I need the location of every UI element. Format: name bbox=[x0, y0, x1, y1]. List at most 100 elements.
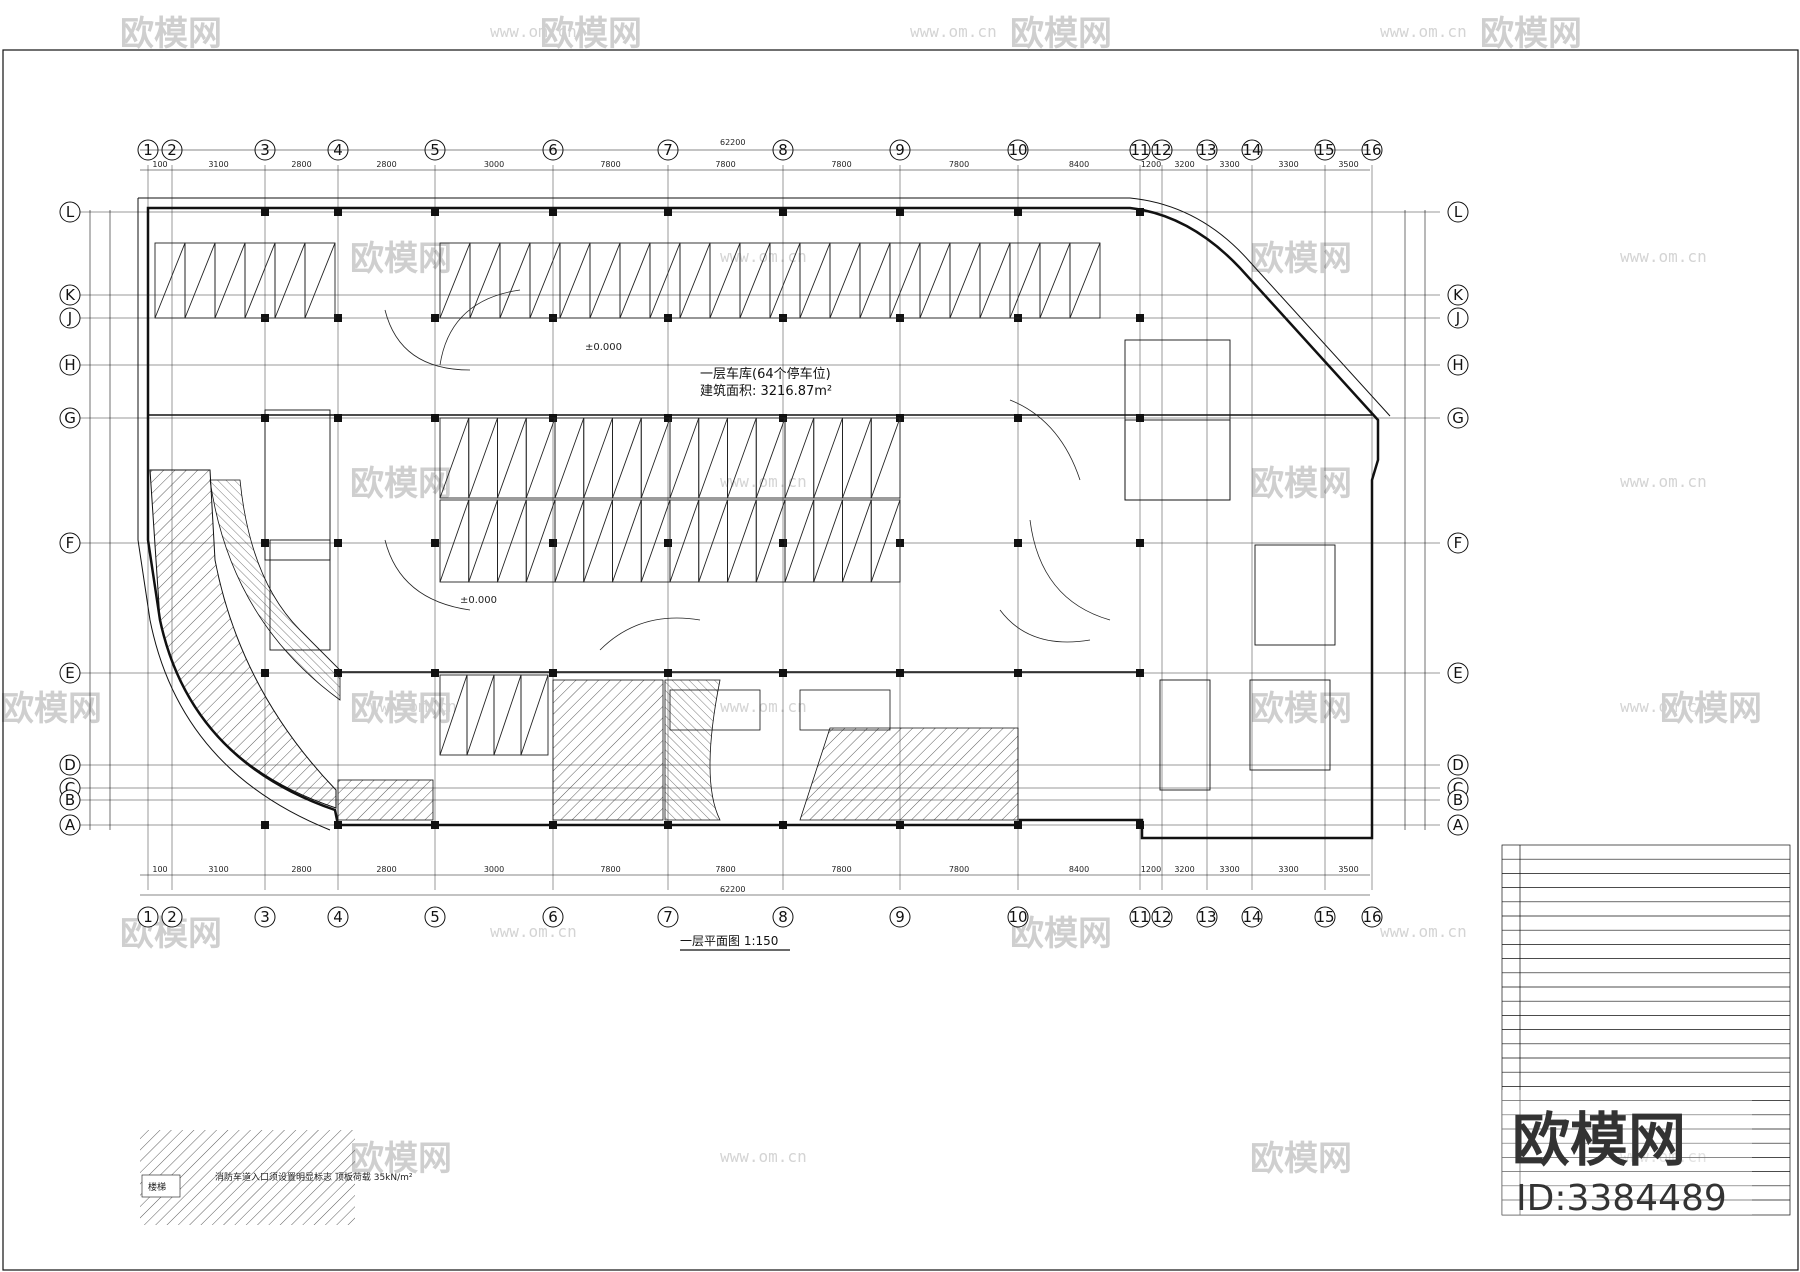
axis-bubble bbox=[1447, 789, 1469, 811]
stall-diagonal bbox=[784, 417, 815, 499]
axis-bubble bbox=[59, 662, 81, 684]
stall-diagonal bbox=[755, 417, 786, 499]
dimension-value: 7800 bbox=[715, 865, 735, 874]
stall-diagonal bbox=[469, 242, 501, 319]
structural-column bbox=[664, 208, 672, 216]
stall-diagonal bbox=[829, 242, 861, 319]
dimension-value: 3100 bbox=[208, 160, 228, 169]
top-dimension-texts: 1001003100310028002800280028003000300078… bbox=[152, 160, 1358, 874]
watermark-logo: 欧模网 bbox=[350, 464, 452, 504]
stall-diagonal bbox=[698, 499, 728, 583]
structural-column bbox=[1014, 414, 1022, 422]
stall-diagonal bbox=[1009, 242, 1041, 319]
watermark-url: www.om.cn bbox=[1620, 472, 1707, 491]
dimension-value: 3300 bbox=[1278, 865, 1298, 874]
axis-bubble bbox=[137, 906, 159, 928]
axis-bubble bbox=[1447, 662, 1469, 684]
stall-diagonal bbox=[739, 242, 771, 319]
structural-column bbox=[1014, 539, 1022, 547]
structural-column bbox=[1014, 208, 1022, 216]
structural-column bbox=[1136, 414, 1144, 422]
stall-diagonal bbox=[870, 499, 901, 583]
watermark-url: www.om.cn bbox=[490, 922, 577, 941]
axis-label-row: G bbox=[64, 409, 76, 427]
structural-column bbox=[1136, 821, 1144, 829]
stall-diagonal bbox=[554, 417, 585, 499]
axis-bubble bbox=[1447, 284, 1469, 306]
structural-column bbox=[431, 314, 439, 322]
axis-label-column: 5 bbox=[430, 908, 440, 926]
stall-diagonal bbox=[709, 242, 741, 319]
axis-label-row: H bbox=[64, 356, 75, 374]
brand-logo: 欧模网 bbox=[1512, 1106, 1686, 1174]
dimension-value: 2800 bbox=[291, 865, 311, 874]
dimension-value: 2800 bbox=[376, 160, 396, 169]
watermark-url: www.om.cn bbox=[1620, 697, 1707, 716]
watermark-logo: 欧模网 bbox=[1250, 1139, 1352, 1179]
structural-column bbox=[549, 669, 557, 677]
legend-text: 消防车道入口须设置明显标志 顶板荷载 35kN/m² bbox=[215, 1171, 413, 1183]
axis-label-column: 11 bbox=[1130, 908, 1149, 926]
axis-bubble bbox=[254, 906, 276, 928]
elevation-mark-low: ±0.000 bbox=[460, 595, 497, 606]
brand-id: ID:3384489 bbox=[1516, 1178, 1727, 1219]
watermark-logo: 欧模网 bbox=[1010, 14, 1112, 54]
dimension-value: 100 bbox=[152, 865, 167, 874]
structural-column bbox=[334, 414, 342, 422]
structural-column bbox=[664, 539, 672, 547]
axis-bubble bbox=[1447, 201, 1469, 223]
stall-diagonal bbox=[870, 417, 901, 499]
stall-diagonal bbox=[769, 242, 801, 319]
watermark-url: www.om.cn bbox=[720, 1147, 807, 1166]
axis-label-column: 1 bbox=[143, 908, 153, 926]
watermark-url: www.om.cn bbox=[720, 247, 807, 266]
axis-label-row: K bbox=[65, 286, 76, 304]
structural-column bbox=[431, 414, 439, 422]
watermark-url: www.om.cn bbox=[490, 22, 577, 41]
total-dimension-top: 62200 bbox=[720, 138, 745, 147]
axis-label-column: 14 bbox=[1242, 908, 1261, 926]
axis-label-column: 9 bbox=[895, 908, 905, 926]
structural-column bbox=[261, 208, 269, 216]
stall-diagonal bbox=[520, 674, 549, 756]
axis-label-row: C bbox=[65, 779, 75, 797]
dimension-value: 3500 bbox=[1338, 865, 1358, 874]
stall-diagonal bbox=[698, 417, 728, 499]
stall-diagonal bbox=[583, 417, 613, 499]
structural-column bbox=[549, 208, 557, 216]
watermark-logo: 欧模网 bbox=[1660, 689, 1762, 729]
structural-column bbox=[431, 539, 439, 547]
axis-bubble bbox=[772, 906, 794, 928]
sheet-border bbox=[2, 49, 1799, 1271]
dimension-value: 8400 bbox=[1069, 160, 1089, 169]
structural-column bbox=[664, 669, 672, 677]
dimension-value: 7800 bbox=[831, 865, 851, 874]
watermark-url: www.om.cn bbox=[720, 697, 807, 716]
watermark-logo: 欧模网 bbox=[0, 689, 102, 729]
axis-bubble bbox=[1447, 532, 1469, 554]
structural-column bbox=[896, 208, 904, 216]
axis-label-row: L bbox=[66, 203, 75, 221]
axis-bubble bbox=[1151, 906, 1173, 928]
stall-diagonal bbox=[813, 417, 843, 499]
structural-column bbox=[261, 669, 269, 677]
notes-table bbox=[1501, 844, 1791, 1216]
axis-bubble bbox=[1447, 754, 1469, 776]
watermark-url: www.om.cn bbox=[1380, 22, 1467, 41]
axis-label-row: A bbox=[1453, 816, 1464, 834]
stall-diagonal bbox=[439, 242, 471, 319]
structural-column bbox=[1136, 669, 1144, 677]
watermark-layer: 欧模网www.om.cn欧模网www.om.cn欧模网www.om.cn欧模网w… bbox=[0, 14, 1762, 1179]
dimension-value: 3200 bbox=[1174, 160, 1194, 169]
structural-column bbox=[779, 669, 787, 677]
axis-label-row: J bbox=[67, 309, 72, 327]
dimension-lines bbox=[89, 149, 1426, 896]
axis-bubble bbox=[327, 906, 349, 928]
stall-diagonal bbox=[979, 242, 1011, 319]
stall-diagonal bbox=[842, 417, 872, 499]
stall-diagonal bbox=[529, 242, 561, 319]
stall-diagonal bbox=[468, 417, 498, 499]
dimension-value: 3500 bbox=[1338, 160, 1358, 169]
axis-grid: 1122334455667788991010111112121313141415… bbox=[59, 139, 1469, 928]
structural-column bbox=[261, 821, 269, 829]
